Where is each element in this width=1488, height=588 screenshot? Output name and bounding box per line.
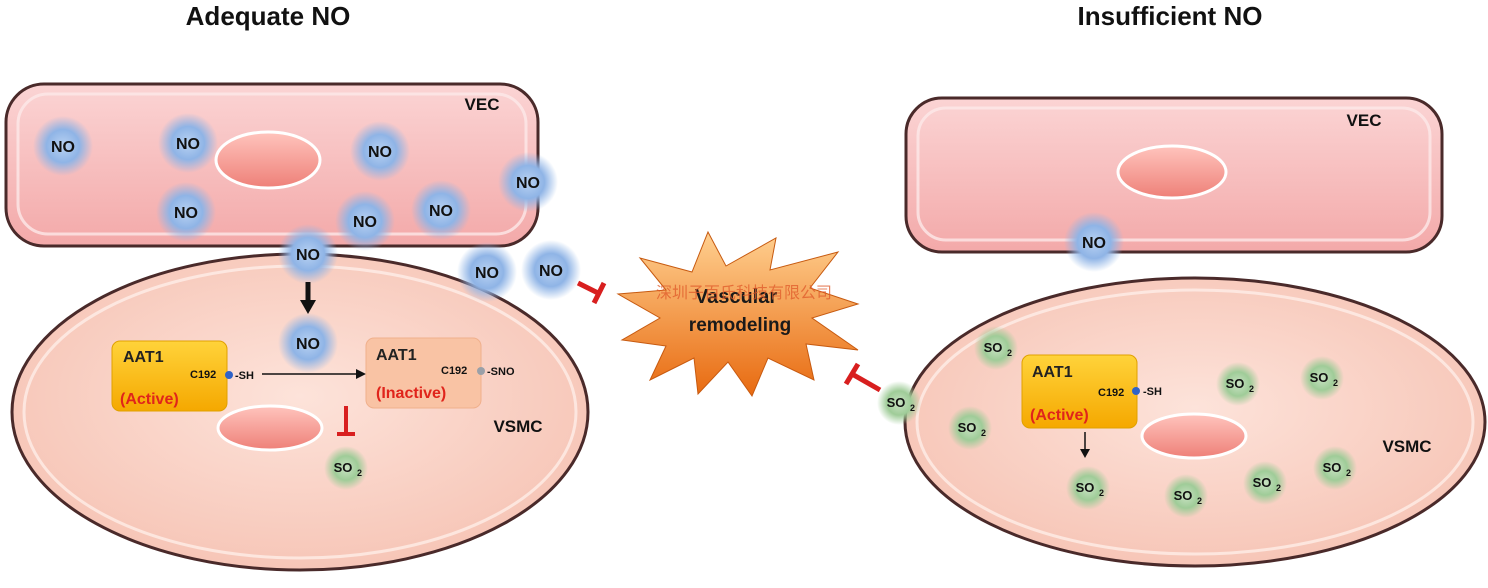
left-aat1-residue: C192 (190, 369, 216, 381)
so2-subscript: 2 (1346, 468, 1351, 478)
no-label: NO (368, 144, 392, 161)
so2-molecule: SO 2 (877, 381, 921, 425)
no-inhibits-remodeling (576, 280, 607, 305)
so2-label: SO (1323, 460, 1342, 475)
left-vec-nucleus (214, 130, 322, 190)
so2-subscript: 2 (981, 428, 986, 438)
title-adequate-no: Adequate NO (186, 1, 351, 31)
no-molecule: NO (156, 182, 216, 242)
so2-molecule: SO 2 (324, 446, 368, 490)
right-cys-dot (1132, 387, 1140, 395)
so2-label: SO (1076, 480, 1095, 495)
no-label: NO (296, 336, 320, 353)
left-so2-inhibition (337, 406, 355, 436)
no-molecule: NO (1064, 212, 1124, 272)
so2-molecule: SO 2 (1313, 446, 1357, 490)
no-label: NO (1082, 235, 1106, 252)
vascular-remodeling-burst (616, 230, 860, 398)
right-aat1-sh: -SH (1143, 386, 1162, 398)
no-label: NO (429, 203, 453, 220)
so2-subscript: 2 (1276, 483, 1281, 493)
so2-label: SO (984, 340, 1003, 355)
so2-label: SO (1310, 370, 1329, 385)
no-label: NO (176, 136, 200, 153)
left-aat1-name: AAT1 (123, 349, 164, 366)
right-aat1-active-label: (Active) (1030, 407, 1089, 424)
so2-subscript: 2 (910, 403, 915, 413)
left-vsmc-label: VSMC (493, 417, 542, 436)
left-cys-dot (225, 371, 233, 379)
no-label: NO (296, 247, 320, 264)
right-aat1-name: AAT1 (1032, 364, 1073, 381)
so2-subscript: 2 (1007, 348, 1012, 358)
so2-molecule: SO 2 (1300, 356, 1344, 400)
no-label: NO (539, 263, 563, 280)
so2-inhibits-remodeling (843, 362, 882, 393)
no-molecule: NO (278, 313, 338, 373)
so2-label: SO (1174, 488, 1193, 503)
no-molecule: NO (278, 224, 338, 284)
left-no-molecules: NO NO NO NO NO NO NO NO NO NO NO (33, 113, 581, 373)
inactive-cys-dot (477, 367, 485, 375)
no-molecule: NO (33, 116, 93, 176)
no-molecule: NO (498, 152, 558, 212)
left-aat1-active-label: (Active) (120, 391, 179, 408)
so2-subscript: 2 (1249, 384, 1254, 394)
right-aat1-residue: C192 (1098, 387, 1124, 399)
right-vec-nucleus (1116, 144, 1228, 200)
no-molecule: NO (521, 240, 581, 300)
left-vec-label: VEC (465, 95, 500, 114)
so2-molecule: SO 2 (1216, 362, 1260, 406)
no-molecule: NO (411, 180, 471, 240)
no-label: NO (516, 175, 540, 192)
so2-label: SO (1226, 376, 1245, 391)
so2-label: SO (887, 395, 906, 410)
left-so2-molecules: SO 2 (324, 446, 368, 490)
left-aat1-sh: -SH (235, 370, 254, 382)
no-label: NO (174, 205, 198, 222)
so2-production-arrow (1080, 432, 1090, 458)
so2-subscript: 2 (1333, 378, 1338, 388)
right-vec-label: VEC (1347, 111, 1382, 130)
right-vsmc-nucleus (1140, 412, 1248, 460)
remodeling-line2: remodeling (689, 315, 791, 336)
title-insufficient-no: Insufficient NO (1078, 1, 1263, 31)
aat1-inactive-name: AAT1 (376, 347, 417, 364)
no-diffusion-arrow (300, 282, 316, 314)
no-molecule: NO (335, 191, 395, 251)
so2-label: SO (1253, 475, 1272, 490)
no-label: NO (51, 139, 75, 156)
aat1-inactive-residue: C192 (441, 365, 467, 377)
so2-molecule: SO 2 (948, 406, 992, 450)
aat1-sno: -SNO (487, 366, 515, 378)
so2-subscript: 2 (1197, 496, 1202, 506)
so2-molecule: SO 2 (1243, 461, 1287, 505)
aat1-inactive-label: (Inactive) (376, 385, 446, 402)
right-vsmc-label: VSMC (1382, 437, 1431, 456)
right-no-molecules: NO (1064, 212, 1124, 272)
watermark: 深圳子百氏科技有限公司 (656, 283, 832, 302)
no-molecule: NO (158, 113, 218, 173)
no-label: NO (353, 214, 377, 231)
so2-subscript: 2 (1099, 488, 1104, 498)
no-label: NO (475, 265, 499, 282)
no-molecule: NO (350, 121, 410, 181)
so2-label: SO (958, 420, 977, 435)
left-vsmc-nucleus (216, 404, 324, 452)
remodeling-line1: Vascular (695, 286, 778, 308)
so2-molecule: SO 2 (1164, 474, 1208, 518)
s-nitrosylation-arrow (262, 369, 366, 379)
so2-subscript: 2 (357, 468, 362, 478)
so2-molecule: SO 2 (1066, 466, 1110, 510)
so2-molecule: SO 2 (974, 326, 1018, 370)
so2-label: SO (334, 460, 353, 475)
no-molecule: NO (457, 242, 517, 302)
